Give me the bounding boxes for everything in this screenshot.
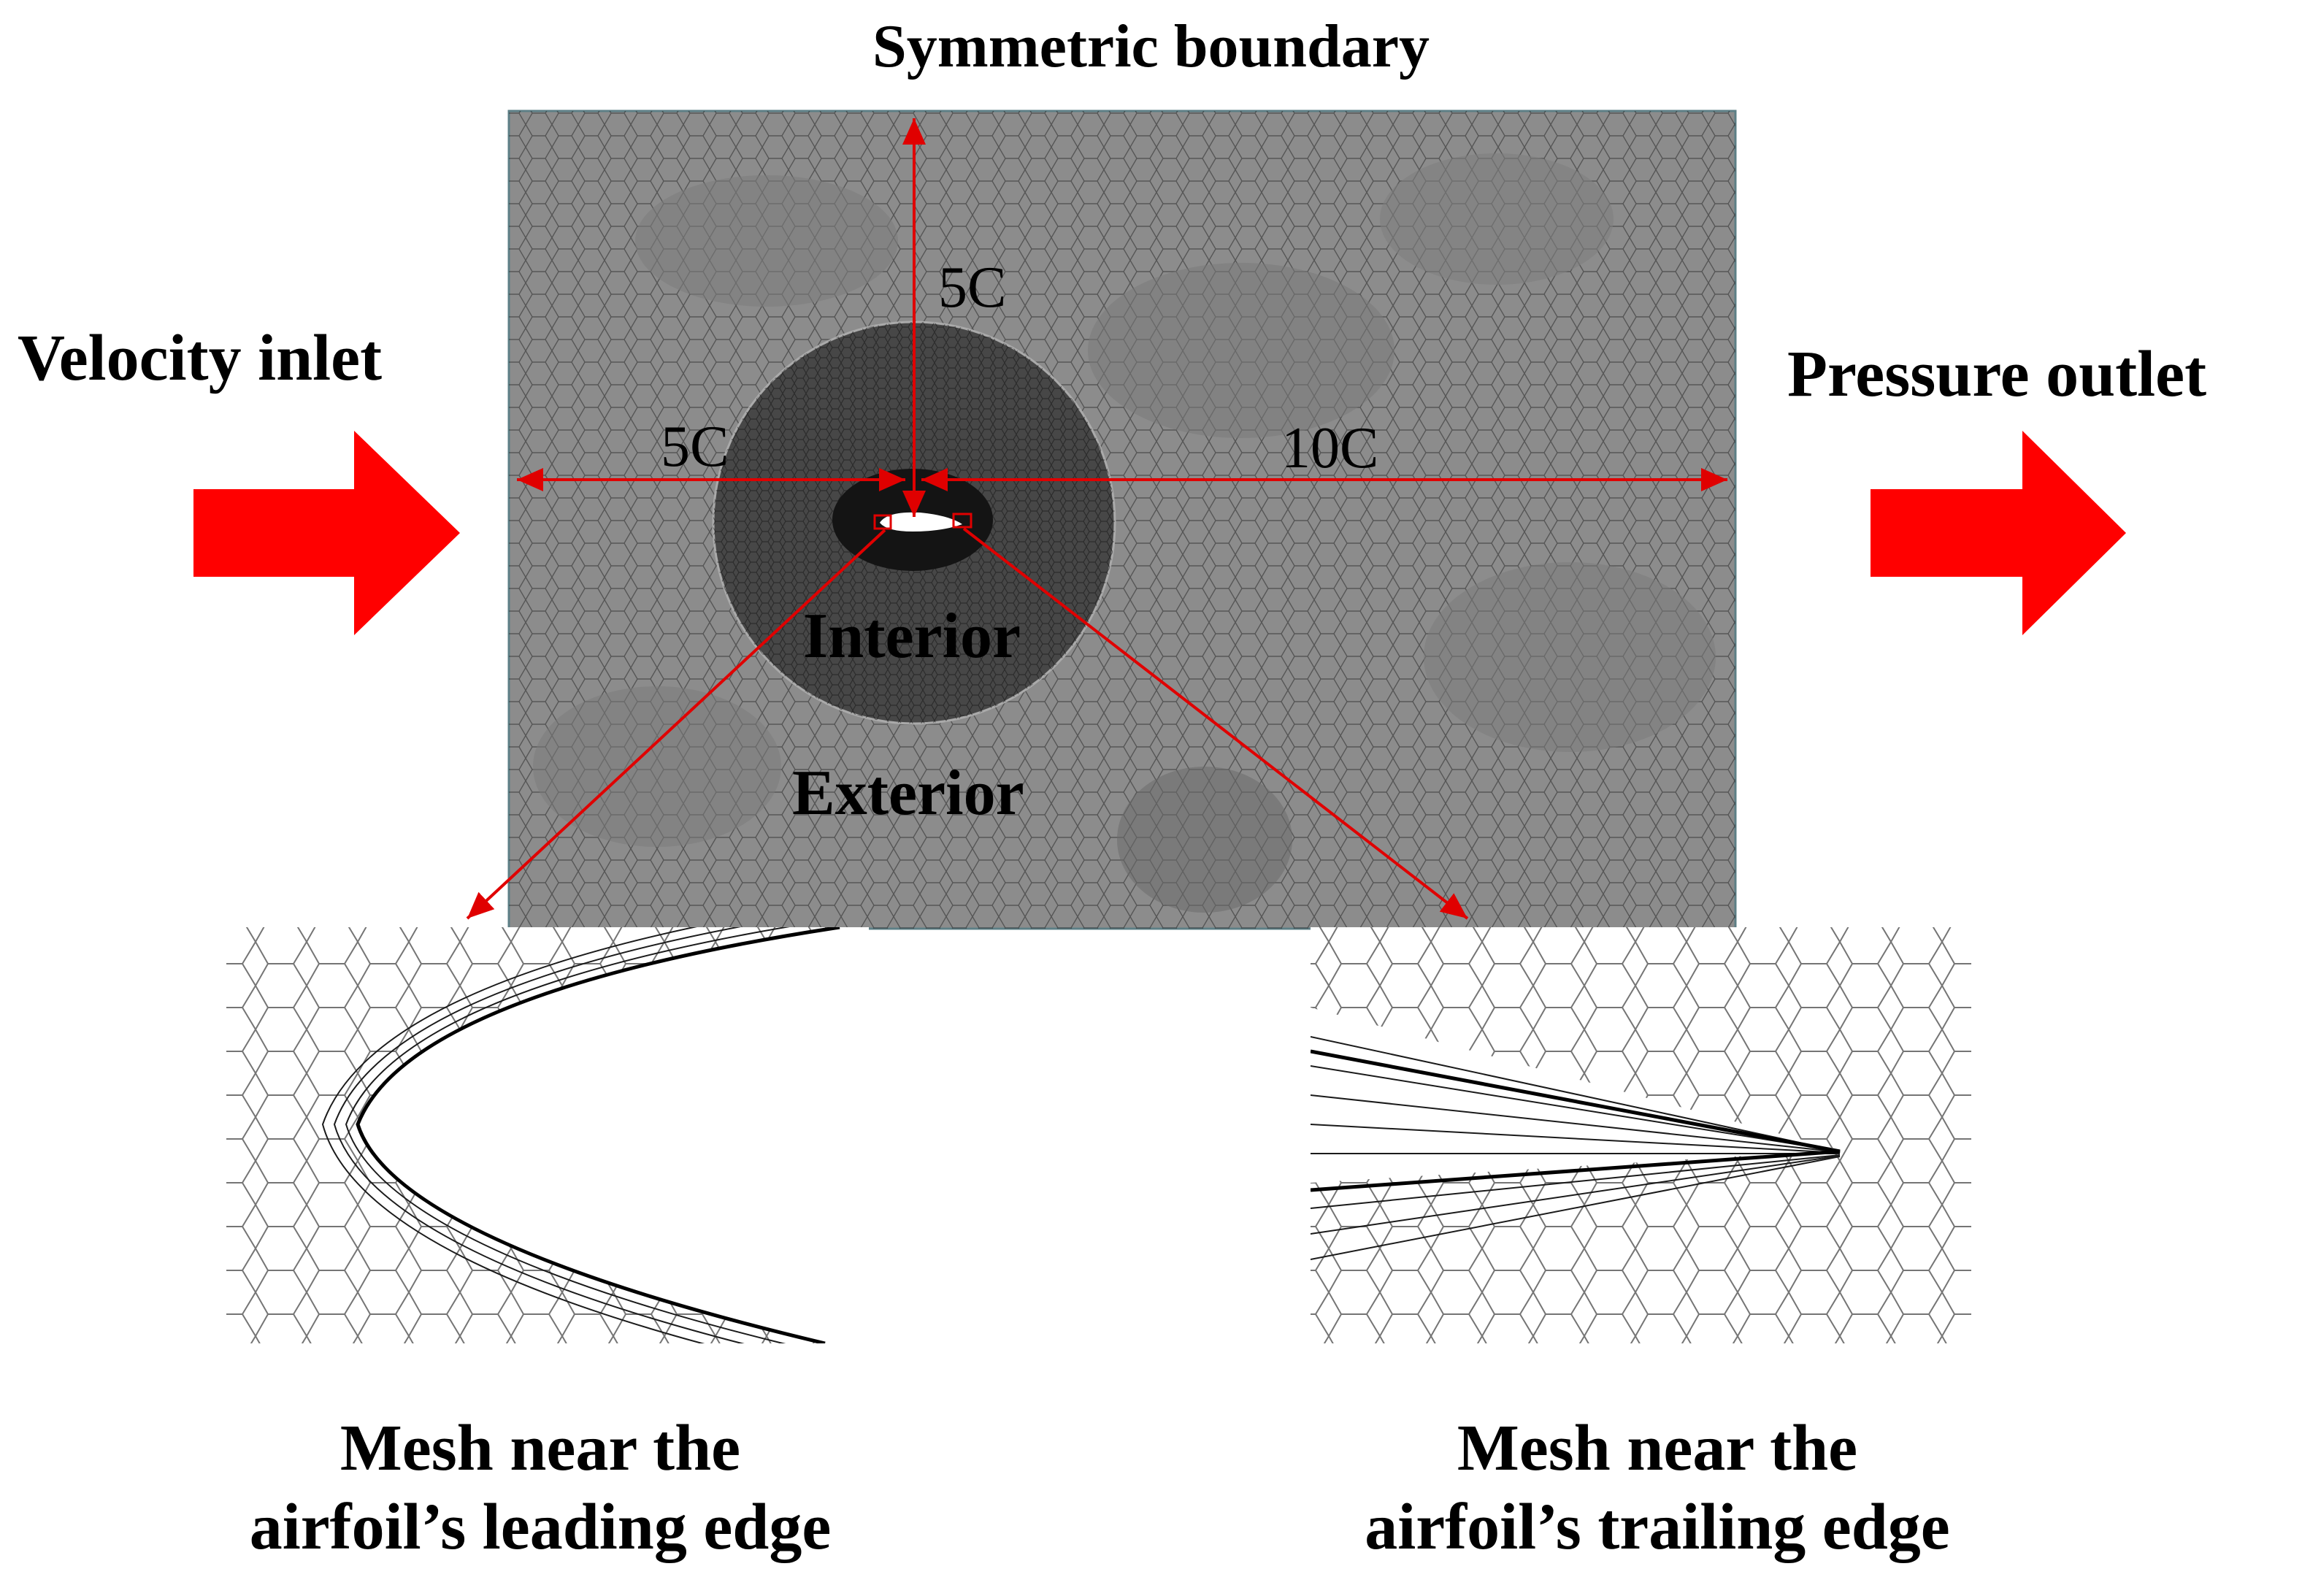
domain-title: Symmetric boundary <box>872 12 1430 80</box>
trailing-edge-caption-text: Mesh near the airfoil’s trailing edge <box>1365 1412 1950 1563</box>
dimension-arrows <box>466 118 1727 920</box>
leading-edge-zoom-box <box>873 514 892 530</box>
leading-edge-caption: Mesh near the airfoil’s leading edge <box>212 1409 869 1567</box>
outlet-flow-arrow <box>1871 431 2126 635</box>
trailing-edge-zoom-box <box>952 513 972 529</box>
upstream-dimension-label: 5C <box>661 415 729 479</box>
velocity-inlet-label: Velocity inlet <box>18 322 383 394</box>
trailing-edge-caption: Mesh near the airfoil’s trailing edge <box>1329 1409 1986 1567</box>
interior-label: Interior <box>803 601 1021 672</box>
inlet-flow-arrow <box>193 431 460 635</box>
trailing-edge-mesh-panel <box>1311 927 1971 1343</box>
vertical-dimension-label: 5C <box>938 256 1006 320</box>
computational-domain <box>507 110 1737 930</box>
exterior-label: Exterior <box>792 758 1024 829</box>
trailing-edge-pointer <box>962 527 1469 920</box>
leading-edge-caption-text: Mesh near the airfoil’s leading edge <box>249 1412 832 1563</box>
airfoil-shape <box>880 512 962 532</box>
pressure-outlet-label: Pressure outlet <box>1787 338 2207 410</box>
interior-region <box>712 321 1116 725</box>
leading-edge-pointer <box>466 529 886 920</box>
downstream-dimension-label: 10C <box>1281 416 1378 480</box>
leading-edge-mesh-panel <box>226 927 869 1343</box>
